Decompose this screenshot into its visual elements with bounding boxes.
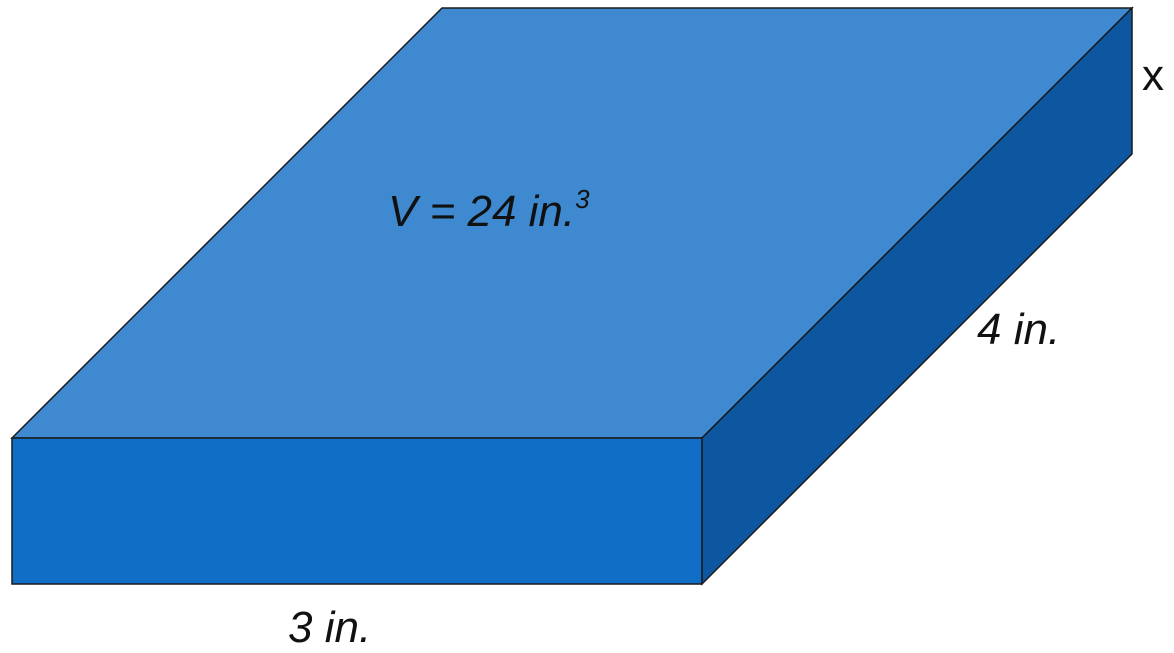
prism-side-face: [701, 6, 1133, 586]
depth-dimension-label: 4 in.: [977, 305, 1061, 354]
width-dimension-label: 3 in.: [288, 603, 372, 652]
height-dimension-label: x: [1142, 51, 1164, 100]
volume-label: V = 24 in.3: [388, 186, 590, 236]
volume-label-text: V = 24 in.: [388, 187, 576, 236]
prism-front-face: [11, 437, 703, 585]
volume-exponent: 3: [575, 184, 590, 214]
